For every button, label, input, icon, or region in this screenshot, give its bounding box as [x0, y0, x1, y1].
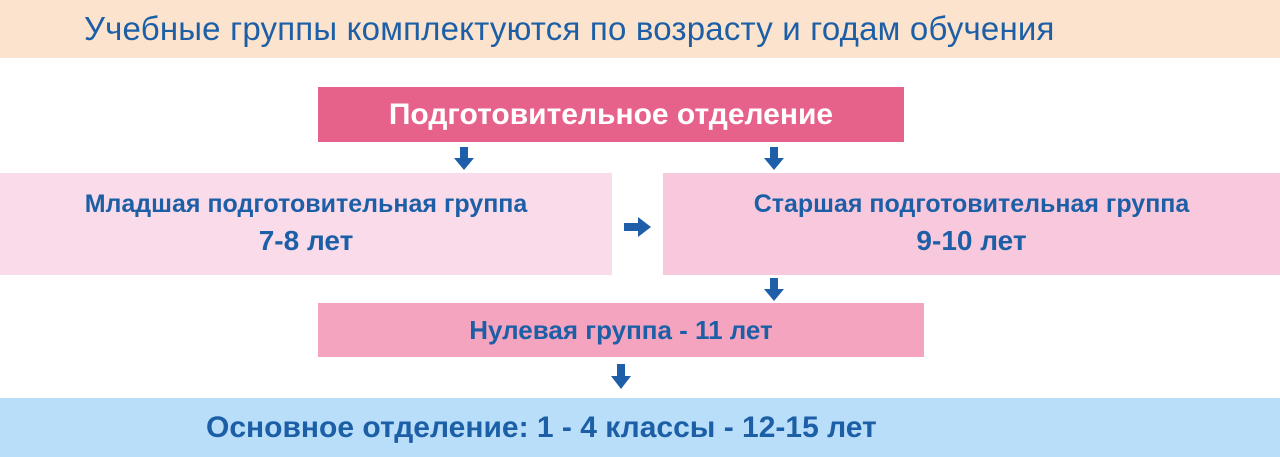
- diagram-title: Учебные группы комплектуются по возрасту…: [84, 10, 1055, 47]
- arrow-right-icon: [624, 217, 651, 237]
- preparatory-department-box: Подготовительное отделение: [318, 87, 904, 142]
- zero-group-box: Нулевая группа - 11 лет: [318, 303, 924, 357]
- arrow-down-icon: [764, 278, 784, 301]
- diagram-title-banner: Учебные группы комплектуются по возрасту…: [0, 0, 1280, 58]
- arrow-down-icon: [454, 147, 474, 170]
- senior-group-title: Старшая подготовительная группа: [753, 190, 1190, 218]
- arrow-down-icon: [611, 364, 631, 389]
- arrow-down-icon: [764, 147, 784, 170]
- junior-group-age: 7-8 лет: [258, 225, 354, 256]
- main-department-label: Основное отделение: 1 - 4 классы - 12-15…: [206, 410, 877, 444]
- main-department-box: Основное отделение: 1 - 4 классы - 12-15…: [0, 398, 1280, 457]
- zero-group-label: Нулевая группа - 11 лет: [469, 314, 773, 345]
- senior-group-age: 9-10 лет: [916, 225, 1027, 256]
- preparatory-department-label: Подготовительное отделение: [388, 97, 834, 131]
- junior-preparatory-group-box: Младшая подготовительная группа 7-8 лет: [0, 173, 612, 275]
- junior-group-title: Младшая подготовительная группа: [84, 190, 528, 218]
- senior-preparatory-group-box: Старшая подготовительная группа 9-10 лет: [663, 173, 1280, 275]
